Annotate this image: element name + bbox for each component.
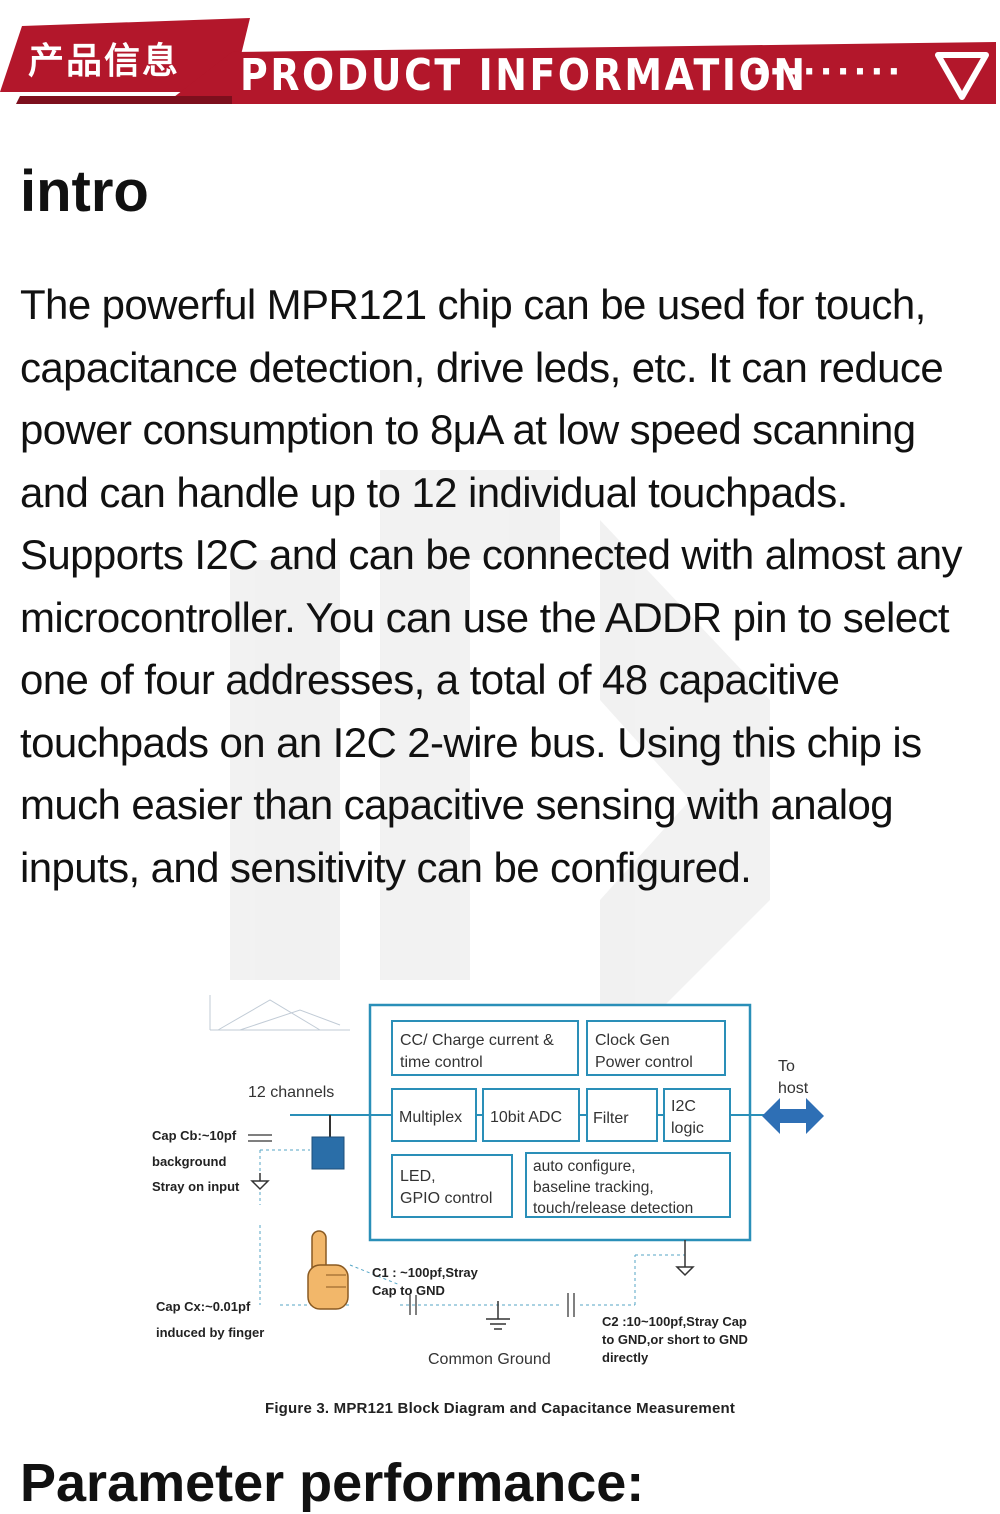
- c2-label-1: C2 :10~100pf,Stray Cap: [602, 1314, 747, 1329]
- led-label-2: GPIO control: [400, 1190, 492, 1207]
- clock-block: [586, 1020, 726, 1076]
- mpr121-block-diagram: CC/ Charge current & time control Clock …: [152, 995, 824, 1368]
- cc-label-1: CC/ Charge current &: [400, 1032, 554, 1049]
- auto-label-1: auto configure,: [533, 1158, 636, 1175]
- filter-block: [586, 1088, 658, 1142]
- dashed-wires: [259, 1149, 686, 1306]
- finger-icon: [307, 1230, 349, 1310]
- electrode-pad: [311, 1136, 345, 1170]
- capcb-label-1: Cap Cb:~10pf: [152, 1128, 237, 1143]
- c2-label-2: to GND,or short to GND: [602, 1332, 748, 1347]
- channels-label: 12 channels: [248, 1084, 334, 1101]
- capcx-label-1: Cap Cx:~0.01pf: [156, 1299, 251, 1314]
- adc-block: [482, 1088, 580, 1142]
- adc-label: 10bit ADC: [490, 1109, 562, 1126]
- common-ground-label: Common Ground: [428, 1351, 551, 1368]
- c1-label-2: Cap to GND: [372, 1283, 445, 1298]
- waveform-sketch: [209, 995, 350, 1031]
- i2c-block: [663, 1088, 731, 1142]
- cc-label-2: time control: [400, 1054, 483, 1071]
- figure-caption: Figure 3. MPR121 Block Diagram and Capac…: [264, 1400, 736, 1417]
- capacitor-symbols: [248, 1134, 575, 1317]
- capcb-label-3: Stray on input: [152, 1179, 240, 1194]
- ground-symbols: [250, 1173, 695, 1330]
- to-host-label-2: host: [778, 1080, 809, 1097]
- clock-label-2: Power control: [595, 1054, 693, 1071]
- capcb-label-2: background: [152, 1154, 226, 1169]
- clock-label-1: Clock Gen: [595, 1032, 670, 1049]
- cc-block: [391, 1020, 579, 1076]
- multiplex-label: Multiplex: [399, 1109, 462, 1126]
- auto-label-2: baseline tracking,: [533, 1179, 654, 1196]
- led-label-1: LED,: [400, 1168, 436, 1185]
- capcx-label-2: induced by finger: [156, 1325, 264, 1340]
- intro-paragraph: The powerful MPR121 chip can be used for…: [20, 281, 962, 891]
- led-gpio-block: [391, 1154, 513, 1218]
- banner-background: [0, 18, 996, 104]
- product-information-banner: 产品信息 PRODUCT INFORMATION ·········: [0, 0, 1000, 130]
- banner-title-en: PRODUCT INFORMATION: [240, 50, 808, 101]
- triangle-down-icon: [935, 52, 989, 100]
- i2c-label-1: I2C: [671, 1098, 696, 1115]
- auto-label-3: touch/release detection: [533, 1200, 693, 1217]
- i2c-label-2: logic: [671, 1120, 704, 1137]
- auto-config-block: [525, 1152, 731, 1218]
- c1-label-1: C1 : ~100pf,Stray: [372, 1265, 479, 1280]
- c2-label-3: directly: [602, 1350, 649, 1365]
- banner-title-cn: 产品信息: [28, 41, 181, 82]
- banner-dots: ·········: [752, 52, 905, 92]
- filter-label: Filter: [593, 1110, 629, 1127]
- intro-heading: intro: [20, 159, 149, 224]
- to-host-label-1: To: [778, 1058, 795, 1075]
- parameter-heading: Parameter performance:: [20, 1453, 645, 1513]
- double-arrow-icon: [762, 1098, 824, 1134]
